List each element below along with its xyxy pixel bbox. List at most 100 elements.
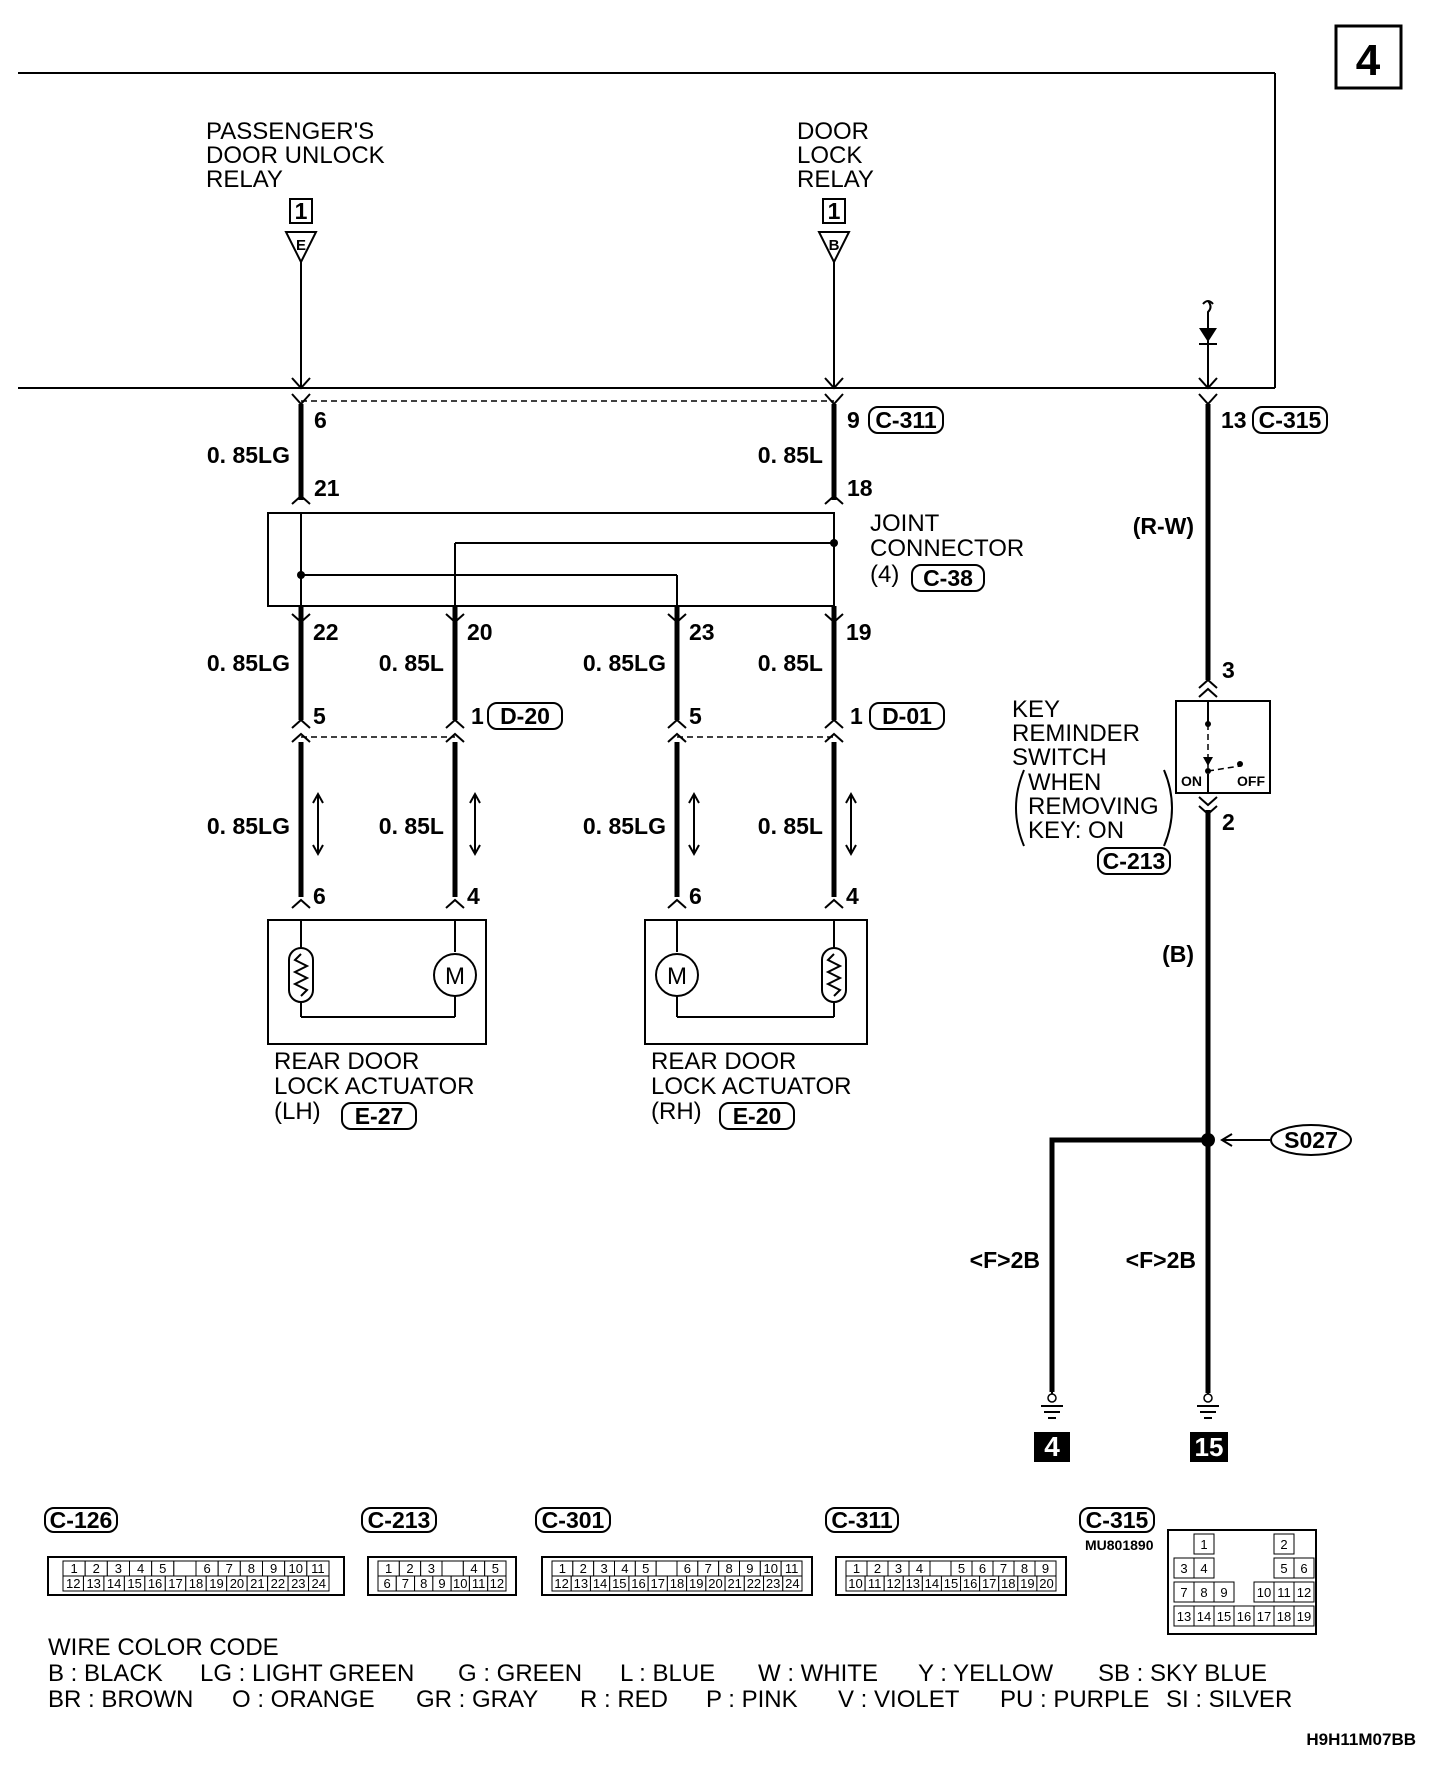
connector-pin-number: 4 [470, 1561, 477, 1576]
connector-view-tag: C-311 [825, 1507, 899, 1533]
wire-size-label: 0. 85L [758, 442, 823, 468]
wire-color-entry: PU : PURPLE [1000, 1686, 1149, 1713]
terminal-arrow [445, 898, 465, 909]
svg-text:E-27: E-27 [355, 1103, 404, 1129]
ground-point-15: 15 [1190, 1432, 1228, 1462]
connector-pin-number: 2 [874, 1561, 881, 1576]
actuator-label: (RH) [651, 1098, 702, 1125]
connector-pin-number: 9 [746, 1561, 753, 1576]
connector-pin-cell [1293, 1557, 1315, 1579]
svg-text:C-126: C-126 [50, 1507, 113, 1533]
relay-label-line: PASSENGER'S [206, 118, 374, 145]
svg-text:C-38: C-38 [923, 565, 973, 591]
passenger-door-unlock-relay: PASSENGER'S DOOR UNLOCK RELAY 1 E [206, 118, 385, 265]
connector-pin-cell [1193, 1557, 1215, 1579]
connector-tag-e20: E-20 [719, 1102, 795, 1130]
svg-text:C-213: C-213 [1103, 848, 1166, 874]
connector-pin-number: 15 [127, 1576, 141, 1591]
wire-color-entry: P : PINK [706, 1686, 798, 1713]
pin-label: 13 [1221, 407, 1247, 433]
connector-chevron [824, 718, 844, 743]
connector-tag-d01: D-01 [869, 702, 945, 730]
wire-color-entry: SB : SKY BLUE [1098, 1660, 1267, 1687]
connector-pin-number: 8 [1200, 1585, 1207, 1600]
ground-wire-label: <F>2B [1126, 1247, 1196, 1273]
connector-pin-cell [308, 1575, 330, 1592]
connector-pin-number: 17 [1257, 1609, 1271, 1624]
connector-pin-cell [1273, 1533, 1295, 1555]
actuator-label: (LH) [274, 1098, 321, 1125]
pin-label: 6 [314, 407, 327, 433]
connector-pin-number: 15 [1217, 1609, 1231, 1624]
connector-pin-number: 9 [1042, 1561, 1049, 1576]
pin-label: 4 [467, 883, 480, 909]
relay-reference: B [829, 237, 840, 254]
pin-label: 6 [313, 883, 326, 909]
connector-pin-number: 7 [705, 1561, 712, 1576]
connector-view-tag: C-213 [361, 1507, 437, 1533]
relay-terminal: 1 [828, 198, 841, 224]
connector-pin-number: 13 [574, 1576, 588, 1591]
wire-continuation-mark [1207, 300, 1212, 313]
splice-tag-s027: S027 [1270, 1124, 1352, 1156]
svg-text:C-315: C-315 [1086, 1507, 1149, 1533]
wire-color-code-title: WIRE COLOR CODE [48, 1634, 279, 1661]
flow-arrow-icon [1199, 328, 1217, 342]
ground-icon [1041, 1392, 1063, 1419]
svg-text:D-01: D-01 [882, 703, 932, 729]
door-lock-relay: DOOR LOCK RELAY 1 B [797, 118, 874, 265]
connector-pin-number: 9 [1220, 1585, 1227, 1600]
wire-color-entry: LG : LIGHT GREEN [200, 1660, 414, 1687]
svg-text:C-315: C-315 [1259, 407, 1322, 433]
connector-pin-number: 11 [472, 1576, 486, 1591]
switch-label: REMINDER [1012, 720, 1140, 747]
wire-size-label: 0. 85L [758, 813, 823, 839]
pin-label: 23 [689, 619, 715, 645]
connector-view-tag: C-126 [44, 1507, 118, 1533]
connector-pin-number: 3 [600, 1561, 607, 1576]
connector-pin-number: 11 [785, 1561, 799, 1576]
connector-pin-number: 5 [958, 1561, 965, 1576]
connector-pin-number: 11 [868, 1576, 882, 1591]
connector-pin-number: 17 [168, 1576, 182, 1591]
connector-pin-number: 6 [384, 1576, 391, 1591]
connector-pin-number: 13 [1177, 1609, 1191, 1624]
connector-pin-cell [441, 1560, 464, 1577]
connector-pin-number: 18 [1277, 1609, 1291, 1624]
connector-pin-number: 19 [209, 1576, 223, 1591]
connector-pin-cell [487, 1575, 507, 1592]
relay-label-line: RELAY [206, 166, 283, 193]
switch-condition: REMOVING [1028, 793, 1159, 820]
connector-pin-number: 8 [248, 1561, 255, 1576]
connector-pin-number: 9 [270, 1561, 277, 1576]
connector-pin-number: 8 [420, 1576, 427, 1591]
pin-label: 1 [850, 703, 863, 729]
connector-pin-number: 7 [1000, 1561, 1007, 1576]
svg-text:C-301: C-301 [542, 1507, 605, 1533]
pin-label: 5 [689, 703, 702, 729]
wire-ground-branch [1049, 1137, 1208, 1392]
connector-chevron [1198, 678, 1218, 698]
svg-text:C-311: C-311 [831, 1507, 893, 1533]
connector-pin-number: 10 [289, 1561, 303, 1576]
connector-pin-number: 8 [725, 1561, 732, 1576]
connector-pin-number: 18 [670, 1576, 684, 1591]
connector-pin-number: 14 [1197, 1609, 1211, 1624]
pin-label: 5 [313, 703, 326, 729]
relay-label-line: LOCK [797, 142, 862, 169]
wire-size-label: 0. 85L [379, 813, 444, 839]
connector-pin-number: 1 [559, 1561, 566, 1576]
pin-label: 18 [847, 475, 873, 501]
terminal-arrow [824, 898, 844, 909]
connector-pin-number: 3 [895, 1561, 902, 1576]
svg-text:S027: S027 [1284, 1127, 1338, 1153]
connector-pin-cell [782, 1575, 803, 1592]
connector-pin-number: 14 [925, 1576, 939, 1591]
terminal-arrow [291, 494, 311, 505]
pin-label: 21 [314, 475, 340, 501]
wire-color-label: (B) [1162, 941, 1194, 967]
